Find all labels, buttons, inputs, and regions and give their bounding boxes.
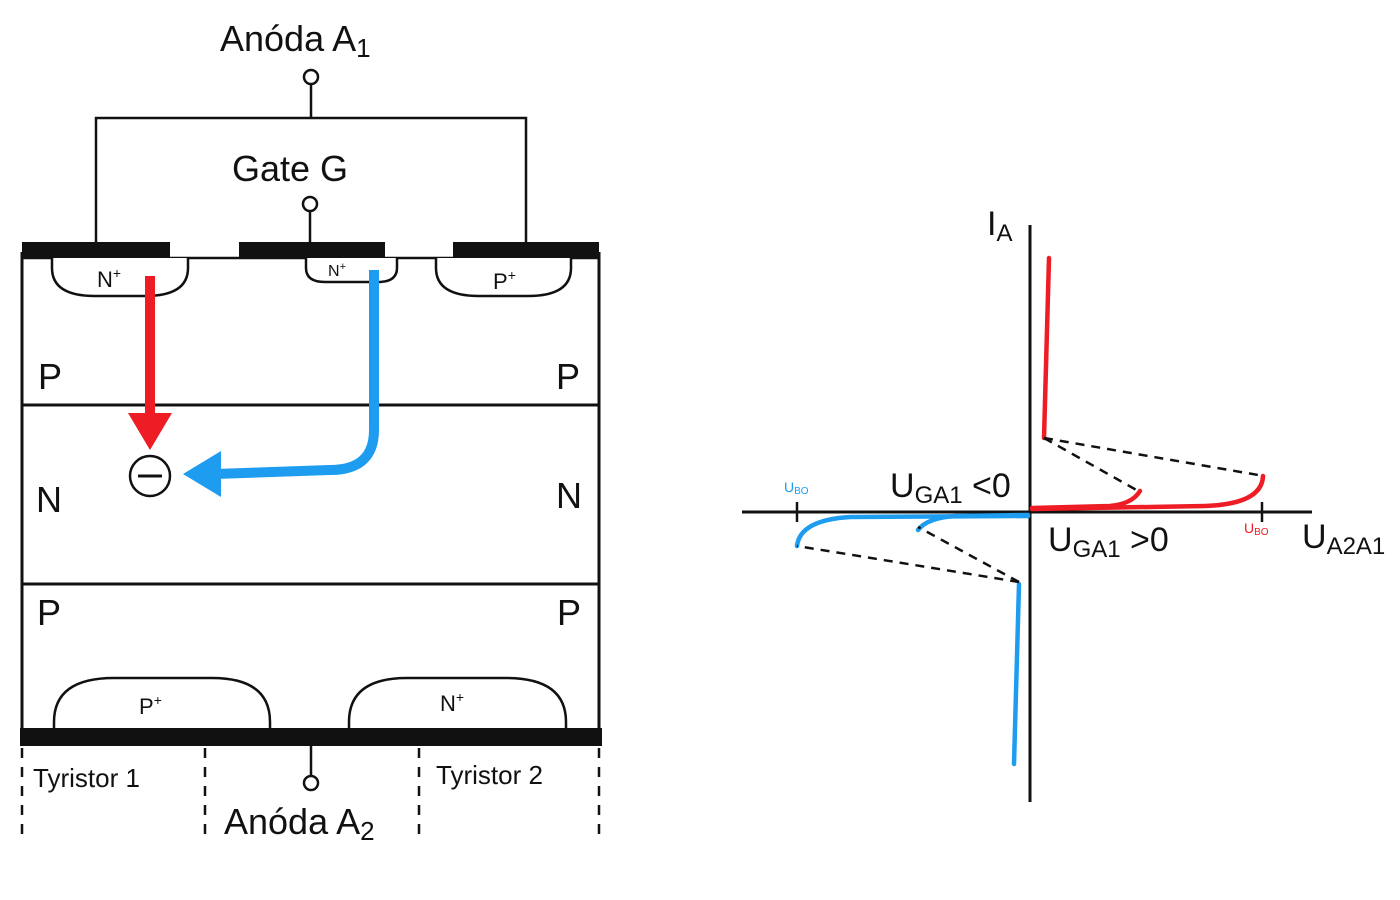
region-n-plus-gate bbox=[304, 258, 399, 284]
layer-p-top-right: P bbox=[556, 356, 580, 397]
layer-n-right: N bbox=[556, 475, 582, 516]
anode-a1-terminal: Anóda A1 bbox=[94, 18, 528, 245]
region-n-plus-gate-label: N+ bbox=[328, 261, 346, 280]
ugate-negative-label: UGA1 <0 bbox=[890, 467, 1011, 509]
anode-a2-pin bbox=[302, 774, 320, 792]
x-axis-label: UA2A1 bbox=[1302, 518, 1385, 560]
tyristor-2-label: Tyristor 2 bbox=[436, 760, 543, 790]
region-n-plus-bottom bbox=[347, 676, 568, 728]
ubo-negative-label: UBO bbox=[784, 479, 809, 497]
region-p-plus-bottom bbox=[52, 676, 272, 728]
iv-characteristic: IA UA2A1 UBO UBO UGA1 <0 UGA1 >0 bbox=[742, 205, 1385, 802]
red-on-state bbox=[1041, 255, 1052, 441]
anode-a2-terminal: Anóda A2 bbox=[224, 746, 375, 846]
electron-symbol bbox=[128, 454, 172, 498]
layer-n-left: N bbox=[36, 479, 62, 520]
gate-pin bbox=[301, 195, 319, 213]
device-cross-section: Anóda A1 Gate G N+ N+ P+ P P N bbox=[20, 18, 602, 846]
anode-a1-label: Anóda A1 bbox=[220, 18, 371, 63]
red-curves bbox=[1029, 255, 1266, 512]
breakover-dashes bbox=[796, 436, 1265, 584]
region-p-plus-right bbox=[434, 258, 573, 298]
top-contact-left bbox=[22, 242, 170, 258]
layer-p-bottom-right: P bbox=[557, 592, 581, 633]
ubo-positive-label: UBO bbox=[1244, 520, 1269, 538]
anode-a1-wire bbox=[94, 116, 528, 245]
blue-on-state bbox=[1011, 581, 1022, 767]
red-curve-blocking bbox=[1029, 473, 1266, 512]
region-n-plus-bottom-label: N+ bbox=[440, 689, 464, 716]
y-axis-label: IA bbox=[987, 205, 1012, 247]
tyristor-1-label: Tyristor 1 bbox=[33, 763, 140, 793]
blue-curves bbox=[794, 512, 1031, 767]
layer-p-bottom-left: P bbox=[37, 592, 61, 633]
gate-label: Gate G bbox=[232, 148, 348, 189]
ugate-positive-label: UGA1 >0 bbox=[1048, 521, 1169, 563]
bottom-contact bbox=[20, 728, 602, 746]
top-contact-right bbox=[453, 242, 599, 258]
region-p-plus-bottom-label: P+ bbox=[139, 692, 162, 719]
layer-p-top-left: P bbox=[38, 356, 62, 397]
top-contact-gate bbox=[239, 242, 385, 258]
tyristor-dividers bbox=[20, 748, 601, 838]
blue-current-arrow bbox=[183, 270, 379, 497]
anode-a1-pin bbox=[302, 68, 320, 86]
region-p-plus-right-label: P+ bbox=[493, 267, 516, 294]
red-current-arrow bbox=[128, 276, 172, 450]
anode-a2-label: Anóda A2 bbox=[224, 801, 375, 846]
region-n-plus-left-label: N+ bbox=[97, 265, 121, 292]
blue-curve-blocking bbox=[794, 513, 1031, 549]
gate-terminal: Gate G bbox=[232, 148, 348, 242]
